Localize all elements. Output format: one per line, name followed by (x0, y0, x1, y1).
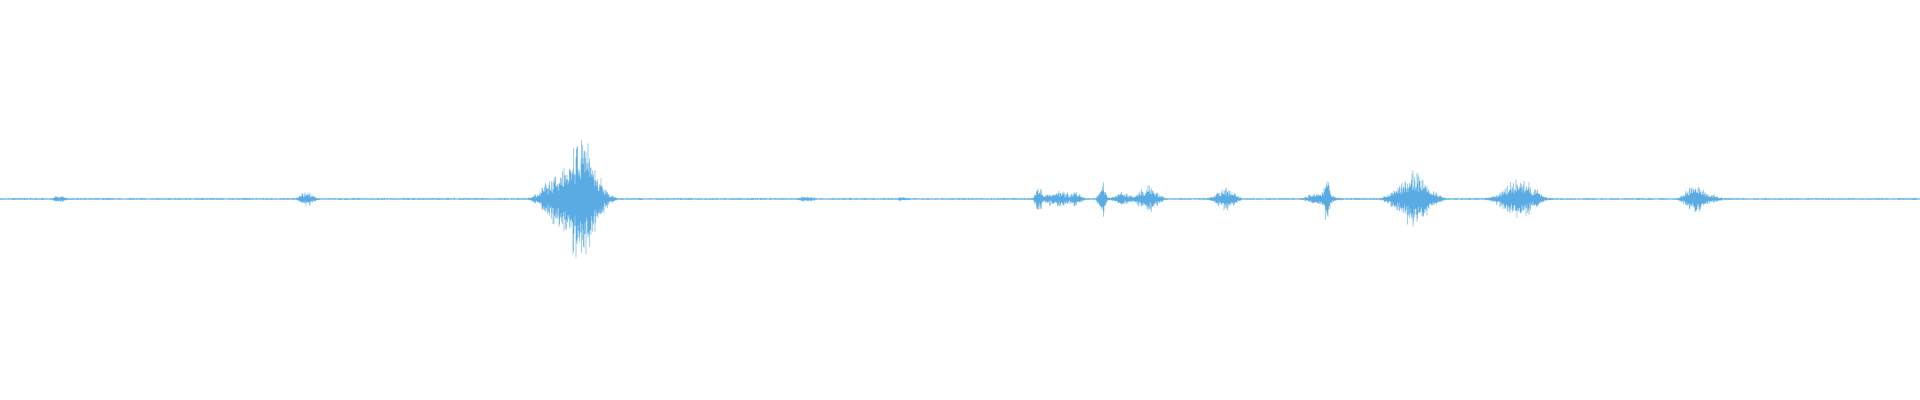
waveform-signal (0, 139, 1920, 258)
waveform-path (0, 139, 1920, 258)
